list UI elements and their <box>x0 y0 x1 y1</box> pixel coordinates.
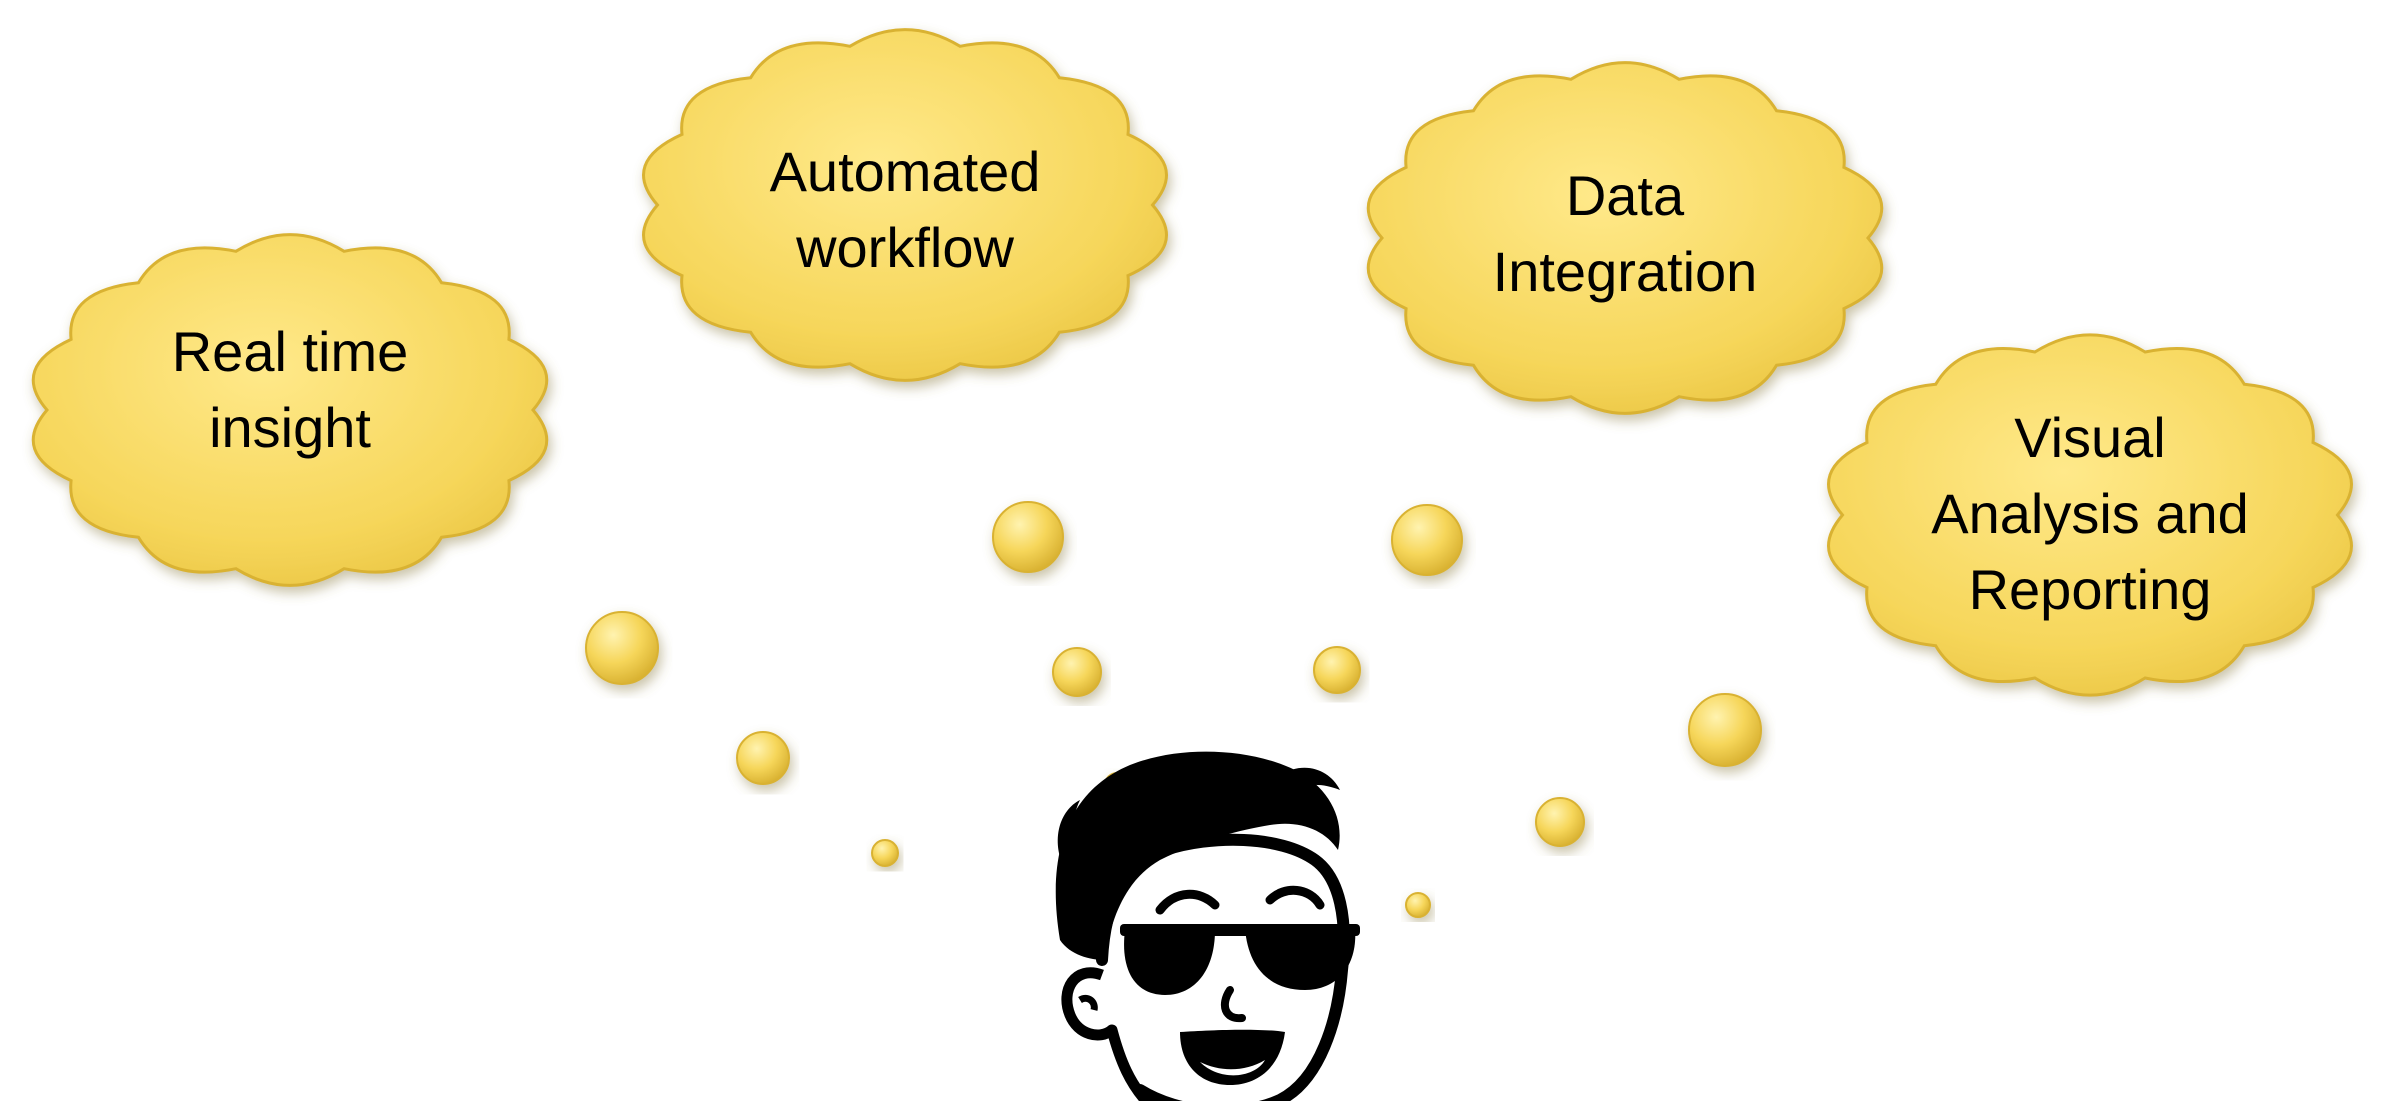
cloud-shape <box>1827 333 2353 697</box>
cloud-real-time-insight: Real time insight <box>31 233 549 587</box>
cloud-shape <box>31 233 549 587</box>
person-with-sunglasses-icon <box>1055 751 1360 1101</box>
cloud-label-line: Data <box>1566 164 1685 227</box>
thought-bubble <box>585 611 659 685</box>
thought-bubble <box>1313 646 1361 694</box>
clouds-layer: Real time insight Automated workflow DataInt… <box>31 28 2353 697</box>
cloud-label-line: Visual <box>2014 406 2166 469</box>
cloud-label-line: insight <box>209 396 371 459</box>
thought-bubble <box>1535 797 1585 847</box>
thought-bubbles <box>585 501 1762 918</box>
cloud-label-line: Integration <box>1493 240 1758 303</box>
thought-bubble <box>1688 693 1762 767</box>
thought-bubble <box>1052 647 1102 697</box>
cloud-label-line: Automated <box>770 140 1041 203</box>
thought-bubble <box>1391 504 1463 576</box>
cloud-label-line: Reporting <box>1969 558 2212 621</box>
thought-bubble <box>736 731 790 785</box>
thought-bubble <box>871 839 899 867</box>
cloud-shape <box>1366 61 1884 415</box>
thought-bubble <box>992 501 1064 573</box>
cloud-automated-workflow: Automated workflow <box>642 28 1168 382</box>
cloud-shape <box>642 28 1168 382</box>
cloud-label-line: Real time <box>172 320 409 383</box>
cloud-label-line: workflow <box>795 216 1014 279</box>
thought-bubble <box>1405 892 1431 918</box>
cloud-label-line: Analysis and <box>1931 482 2249 545</box>
